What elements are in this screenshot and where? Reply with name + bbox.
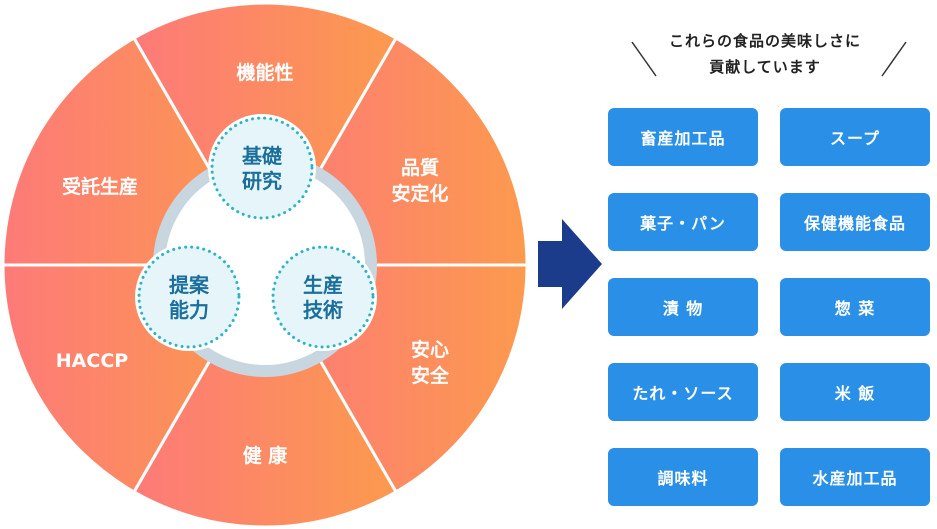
- product-tile: 菓子・パン: [608, 193, 758, 251]
- product-tile: 漬 物: [608, 278, 758, 336]
- product-tile: 惣 菜: [780, 278, 930, 336]
- arrow-right-icon: [538, 219, 602, 309]
- core-label: 提案能力: [169, 273, 210, 322]
- core-circle: [137, 245, 241, 349]
- product-tile: たれ・ソース: [608, 363, 758, 421]
- product-tile: 調味料: [608, 448, 758, 506]
- caption-line-1: これらの食品の美味しさに: [668, 32, 861, 50]
- product-tile: 保健機能食品: [780, 193, 930, 251]
- caption-left-stroke: [631, 41, 657, 77]
- core-label: 生産技術: [303, 273, 343, 322]
- caption-line-2: 貢献しています: [709, 58, 821, 76]
- caption-right-stroke: [881, 41, 907, 77]
- segment-label: 健 康: [243, 444, 289, 467]
- product-tile: 畜産加工品: [608, 108, 758, 166]
- segment-label: 受託生産: [62, 175, 138, 198]
- product-tile: スープ: [780, 108, 930, 166]
- contribution-caption: これらの食品の美味しさに 貢献しています: [620, 28, 910, 80]
- segment-label: 機能性: [236, 61, 293, 84]
- core-label: 基礎研究: [242, 144, 283, 193]
- core-circle: [271, 245, 375, 349]
- segment-label: HACCP: [56, 350, 128, 372]
- segment-label: 安心安全: [411, 338, 450, 387]
- product-tile: 米 飯: [780, 363, 930, 421]
- core-circle: [210, 116, 314, 220]
- product-tile: 水産加工品: [780, 448, 930, 506]
- wheel-segment: [131, 261, 399, 529]
- segment-label: 品質安定化: [391, 156, 448, 205]
